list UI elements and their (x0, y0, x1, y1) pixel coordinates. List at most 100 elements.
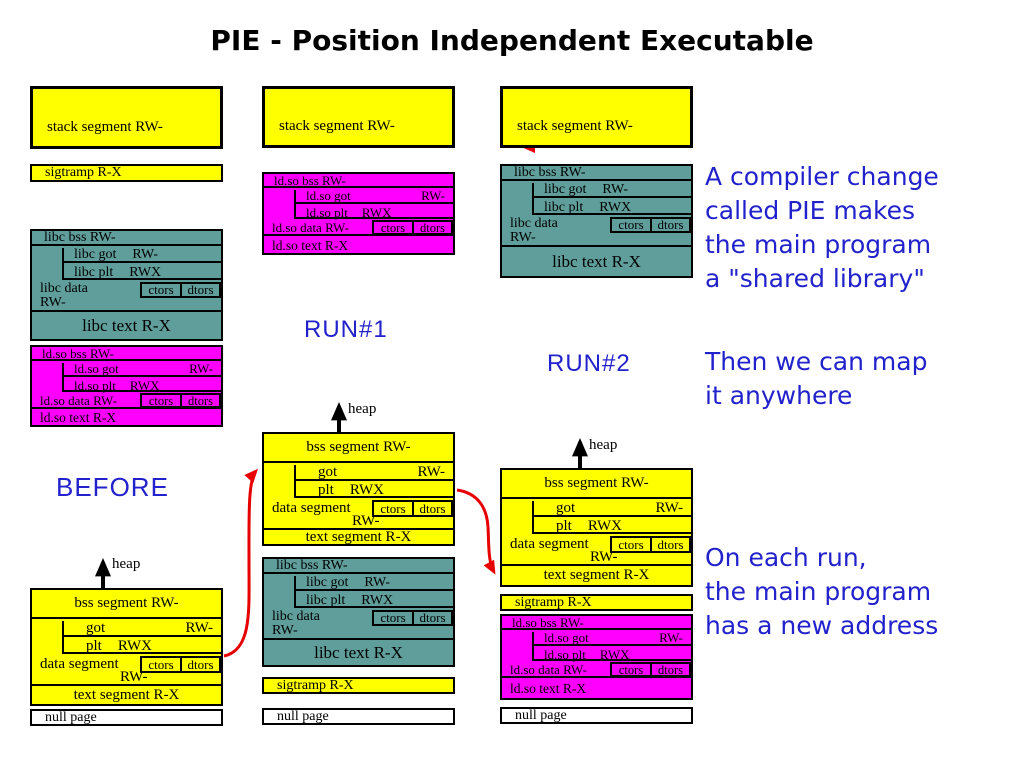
ldso-data-row: ld.so data RW- ctors dtors (264, 220, 453, 236)
libc-data-region: libc data RW- ctors dtors (502, 217, 691, 245)
annotation-line: the main program (705, 230, 932, 259)
main-plt-label: plt (556, 518, 572, 534)
annotation-each-run: On each run, the main program has a new … (705, 541, 938, 643)
ctors-box: ctors (140, 282, 182, 298)
ldso-gotplt-box: ld.so got RW- ld.so plt RWX (294, 188, 453, 220)
sigtramp-label: sigtramp R-X (277, 677, 354, 693)
run2-stack-box: stack segment RW- (500, 86, 693, 148)
main-text-row: text segment R-X (264, 528, 453, 545)
main-data-label: data segment (40, 656, 119, 672)
annotation-line: it anywhere (705, 381, 853, 410)
ctors-box: ctors (610, 217, 652, 233)
libc-got-perm: RW- (132, 246, 159, 262)
ldso-plt-perm: RWX (599, 646, 630, 662)
ctors-dtors-group: ctors dtors (610, 536, 691, 553)
stack-segment-label: stack segment RW- (517, 118, 633, 134)
libc-data-perm: RW- (510, 230, 536, 245)
libc-text-row: libc text R-X (32, 310, 221, 339)
libc-plt-row: libc plt RWX (534, 200, 691, 215)
main-bss-row: bss segment RW- (32, 590, 221, 619)
ldso-text-row: ld.so text R-X (272, 237, 349, 253)
main-data-region: data segment RW- ctors dtors (502, 536, 691, 565)
ctors-box: ctors (610, 536, 652, 553)
libc-bss-row: libc bss RW- (264, 559, 453, 574)
dtors-box: dtors (650, 536, 691, 553)
libc-gotplt-box: libc got RW- libc plt RWX (532, 181, 691, 215)
libc-plt-row: libc plt RWX (64, 265, 221, 280)
libc-bss-row: libc bss RW- (32, 231, 221, 246)
page-title: PIE - Position Independent Executable (210, 24, 814, 57)
libc-plt-row: libc plt RWX (296, 593, 453, 608)
main-plt-perm: RWX (587, 518, 623, 534)
ldso-bss-row: ld.so bss RW- (264, 174, 453, 188)
run2-libc-box: libc bss RW- libc got RW- libc plt RWX l… (500, 164, 693, 278)
libc-data-region: libc data RW- ctors dtors (32, 282, 221, 310)
annotation-line: called PIE makes (705, 196, 916, 225)
ctors-box: ctors (372, 500, 414, 517)
run1-ldso-box: ld.so bss RW- ld.so got RW- ld.so plt RW… (262, 172, 455, 255)
ldso-text-row: ld.so text R-X (510, 681, 587, 696)
ldso-plt-label: ld.so plt (306, 204, 348, 220)
ldso-got-perm: RW- (659, 630, 683, 645)
libc-data-label: libc data (510, 216, 558, 231)
ldso-data-row: ld.so data RW- ctors dtors (32, 393, 221, 409)
heap-label-run1: heap (348, 401, 377, 417)
ldso-got-label: ld.so got (306, 188, 351, 203)
ldso-data-row: ld.so data RW- ctors dtors (502, 662, 691, 678)
before-stack-box: stack segment RW- (30, 86, 223, 149)
sigtramp-label: sigtramp R-X (45, 165, 122, 180)
ldso-plt-row: ld.so plt RWX (296, 204, 453, 220)
run1-main-box: bss segment RW- got RW- plt RWX data seg… (262, 432, 455, 546)
ldso-got-row: ld.so got RW- (296, 188, 453, 204)
libc-got-row: libc got RW- (64, 246, 221, 263)
before-libc-box: libc bss RW- libc got RW- libc plt RWX l… (30, 229, 223, 341)
libc-text-row: libc text R-X (264, 638, 453, 665)
ctors-dtors-group: ctors dtors (610, 217, 691, 233)
run2-main-box: bss segment RW- got RW- plt RWX data seg… (500, 468, 693, 587)
ldso-plt-perm: RWX (361, 204, 392, 220)
libc-got-label: libc got (306, 574, 349, 590)
null-page-label: null page (277, 708, 329, 724)
before-ldso-box: ld.so bss RW- ld.so got RW- ld.so plt RW… (30, 345, 223, 427)
run2-ldso-box: ld.so bss RW- ld.so got RW- ld.so plt RW… (500, 614, 693, 700)
libc-plt-label: libc plt (306, 592, 346, 608)
ctors-dtors-group: ctors dtors (372, 610, 453, 626)
ldso-plt-row: ld.so plt RWX (534, 646, 691, 662)
libc-data-perm: RW- (40, 295, 66, 310)
main-text-row: text segment R-X (32, 684, 221, 704)
libc-text-row: libc text R-X (502, 245, 691, 276)
main-got-perm: RW- (655, 499, 683, 516)
ldso-got-row: ld.so got RW- (534, 630, 691, 646)
main-got-row: got RW- (296, 464, 453, 481)
main-data-perm: RW- (352, 513, 380, 529)
libc-data-region: libc data RW- ctors dtors (264, 610, 453, 638)
ctors-box: ctors (610, 662, 652, 677)
ldso-gotplt-box: ld.so got RW- ld.so plt RWX (532, 630, 691, 662)
main-bss-row: bss segment RW- (264, 434, 453, 463)
libc-plt-perm: RWX (361, 592, 394, 608)
libc-plt-label: libc plt (74, 264, 114, 280)
ctors-dtors-group: ctors dtors (140, 282, 221, 298)
main-data-region: data segment RW- ctors dtors (264, 500, 453, 529)
ctors-box: ctors (140, 393, 182, 408)
libc-got-perm: RW- (364, 574, 391, 590)
ctors-dtors-group: ctors dtors (372, 220, 453, 235)
libc-got-label: libc got (544, 181, 587, 197)
annotation-line: has a new address (705, 611, 939, 640)
libc-gotplt-box: libc got RW- libc plt RWX (294, 574, 453, 608)
ldso-got-perm: RW- (421, 188, 445, 203)
ldso-plt-label: ld.so plt (544, 646, 586, 662)
main-plt-perm: RWX (349, 482, 385, 498)
dtors-box: dtors (412, 610, 453, 626)
main-data-label: data segment (272, 500, 351, 516)
before-main-box: bss segment RW- got RW- plt RWX data seg… (30, 588, 223, 706)
annotation-map-anywhere: Then we can map it anywhere (705, 345, 927, 413)
libc-gotplt-box: libc got RW- libc plt RWX (62, 246, 221, 280)
dtors-box: dtors (650, 217, 691, 233)
dtors-box: dtors (180, 656, 221, 673)
libc-plt-perm: RWX (129, 264, 162, 280)
heap-label-before: heap (112, 556, 141, 572)
libc-got-label: libc got (74, 246, 117, 262)
libc-data-label: libc data (272, 609, 320, 624)
